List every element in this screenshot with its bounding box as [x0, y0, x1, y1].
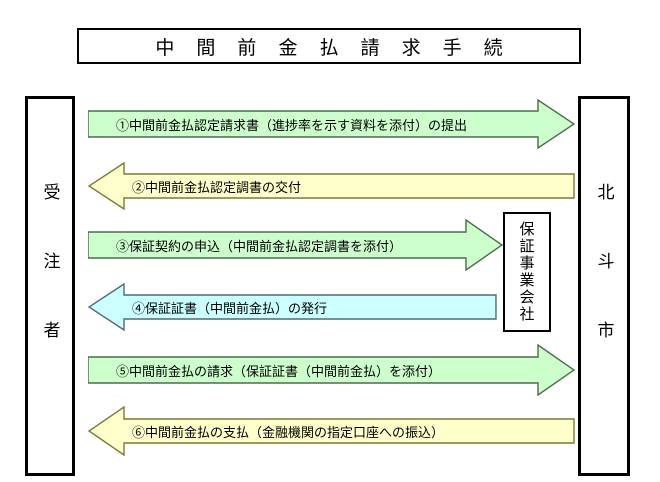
flow-arrow-1: ①中間前金払認定請求書（進捗率を示す資料を添付）の提出 — [88, 99, 575, 149]
flow-arrow-5: ⑤中間前金払の請求（保証証書（中間前金払）を添付） — [88, 344, 575, 396]
arrow-shape-left-cyan-4 — [88, 283, 497, 331]
party-box-guarantee-company: 保証事業会社 — [503, 212, 551, 332]
flow-arrow-4: ④保証証書（中間前金払）の発行 — [88, 283, 497, 331]
arrow-shape-left-yellow-6 — [88, 406, 575, 456]
party-box-hokuto-city: 北斗市 — [578, 96, 630, 476]
party-label-hokuto-city: 北斗市 — [593, 182, 614, 390]
flow-arrow-3: ③保証契約の申込（中間前金払認定調書を添付） — [88, 219, 503, 271]
diagram-title-box: 中 間 前 金 払 請 求 手 続 — [77, 28, 581, 64]
arrow-shape-left-yellow-2 — [88, 162, 575, 210]
page-title: 中 間 前 金 払 請 求 手 続 — [155, 36, 511, 59]
arrow-shape-right-green-5 — [88, 344, 575, 396]
party-label-contractor: 受注者 — [39, 182, 60, 390]
flow-arrow-6: ⑥中間前金払の支払（金融機関の指定口座への振込） — [88, 406, 575, 456]
flow-arrow-2: ②中間前金払認定調書の交付 — [88, 162, 575, 210]
party-box-contractor: 受注者 — [25, 96, 75, 476]
party-label-guarantee-company: 保証事業会社 — [517, 221, 536, 323]
arrow-shape-right-green-1 — [88, 99, 575, 149]
arrow-shape-right-green-3 — [88, 219, 503, 271]
